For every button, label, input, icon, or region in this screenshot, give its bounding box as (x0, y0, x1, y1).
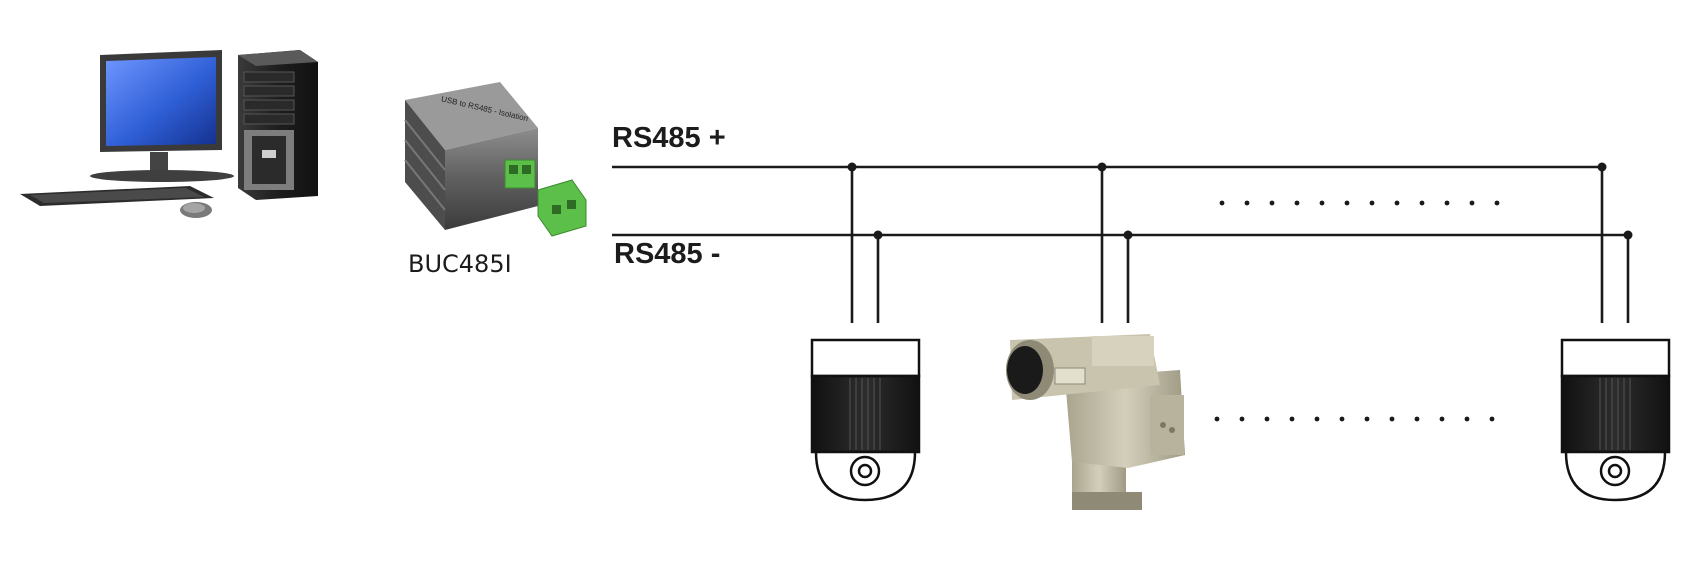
converter-icon: USB to RS485 - Isolation (404, 82, 587, 237)
dome-camera-icon (810, 338, 921, 502)
computer-icon (20, 50, 318, 218)
dome-camera-icon (1560, 338, 1671, 502)
continuation-dots-upper (1219, 200, 1500, 206)
ptz-camera-icon (1006, 334, 1185, 510)
bus-junction-dots (847, 162, 1633, 240)
rs485-bus (612, 165, 1630, 323)
rs485-positive-label: RS485 + (612, 122, 726, 154)
continuation-dots-lower (1214, 416, 1495, 422)
converter-model-label: BUC485I (408, 250, 512, 278)
rs485-negative-label: RS485 - (614, 238, 720, 270)
